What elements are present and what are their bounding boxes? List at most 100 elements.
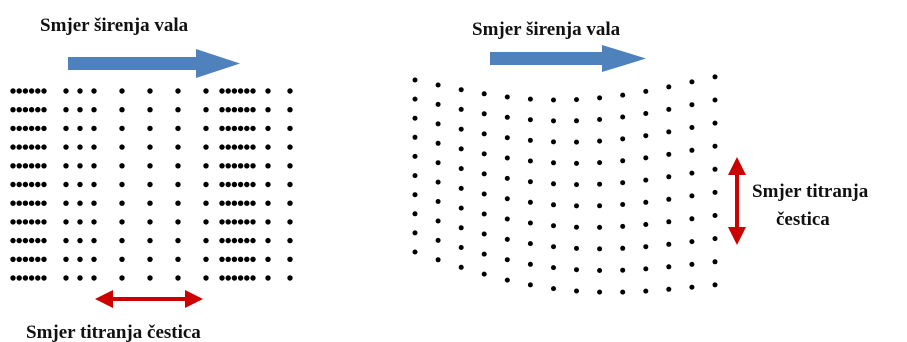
particle-dot [643,88,649,94]
particle-dot [250,200,256,206]
particle-dot [231,237,238,244]
particle-dot [41,107,47,113]
particle-dot [481,191,487,197]
particle-dot [244,256,250,262]
particle-dot [225,163,231,169]
particle-dot [41,200,47,206]
particle-dot [458,264,464,270]
particle-dot [265,181,271,188]
particle-dot [643,199,649,205]
particle-dot [458,245,464,250]
particle-dot [175,256,181,262]
particle-dot [237,200,244,206]
particle-dot [504,216,510,222]
particle-dot [620,158,626,164]
particle-dot [231,275,238,281]
particle-dot [689,125,695,130]
transverse-oscillation-label-line2: čestica [776,209,830,230]
particle-dot [41,256,47,262]
particle-dot [504,135,510,141]
particle-dot [22,200,29,206]
particle-dot [643,266,649,272]
particle-dot [35,200,41,206]
particle-dot [147,275,153,281]
particle-dot [219,88,225,94]
particle-dot [597,95,603,101]
particle-dot [91,181,97,188]
particle-dot [712,166,718,172]
particle-dot [666,196,672,202]
particle-dot [28,200,35,206]
particle-dot [250,107,256,113]
particle-dot [666,264,672,270]
particle-dot [225,200,231,206]
particle-dot [91,163,97,169]
particle-dot [225,237,231,244]
particle-dot [287,275,293,281]
particle-dot [77,256,83,262]
particle-dot [551,286,556,292]
particle-dot [35,88,41,94]
particle-dot [244,181,250,188]
particle-dot [175,275,181,281]
particle-dot [16,219,22,225]
particle-dot [597,289,603,295]
particle-dot [28,88,35,94]
particle-dot [16,88,22,94]
particle-dot [231,219,238,225]
particle-dot [689,147,695,153]
particle-dot [119,181,125,188]
particle-dot [35,256,41,262]
particle-dot [219,237,225,244]
particle-dot [527,158,533,164]
particle-dot [712,143,718,149]
particle-dot [643,177,649,183]
particle-dot [237,237,244,244]
particle-dot [237,275,244,281]
particle-dot [574,160,579,166]
particle-dot [225,256,231,262]
particle-dot [287,181,293,188]
particle-dot [597,246,603,252]
particle-dot [119,200,125,206]
particle-dot [597,203,603,209]
particle-dot [231,88,238,94]
particle-dot [35,107,41,113]
particle-dot [643,288,649,294]
particle-dot [28,107,35,113]
particle-dot [265,275,271,281]
particle-dot [16,200,22,206]
particle-dot [551,97,556,103]
particle-dot [63,275,69,281]
particle-dot [35,181,41,188]
particle-dot [412,192,418,198]
particle-dot [504,277,510,283]
particle-dot [244,144,250,150]
particle-dot [458,205,464,211]
particle-dot [244,275,250,281]
particle-dot [287,237,293,244]
particle-dot [16,275,22,281]
particle-dot [250,256,256,262]
particle-dot [287,200,293,206]
particle-dot [77,163,83,169]
particle-dot [63,181,69,188]
particle-dot [10,275,16,281]
particle-dot [265,237,271,244]
particle-dot [620,92,626,98]
particle-dot [22,107,29,113]
particle-dot [237,107,244,113]
particle-dot [41,219,47,225]
particle-dot [63,88,69,94]
particle-dot [250,144,256,150]
particle-dot [203,256,209,262]
particle-dot [527,220,533,226]
particle-dot [28,181,35,188]
particle-dot [63,219,69,225]
particle-dot [41,237,47,244]
particle-dot [16,256,22,262]
particle-dot [91,88,97,94]
particle-dot [250,125,256,132]
particle-dot [620,202,626,207]
particle-dot [28,163,35,169]
